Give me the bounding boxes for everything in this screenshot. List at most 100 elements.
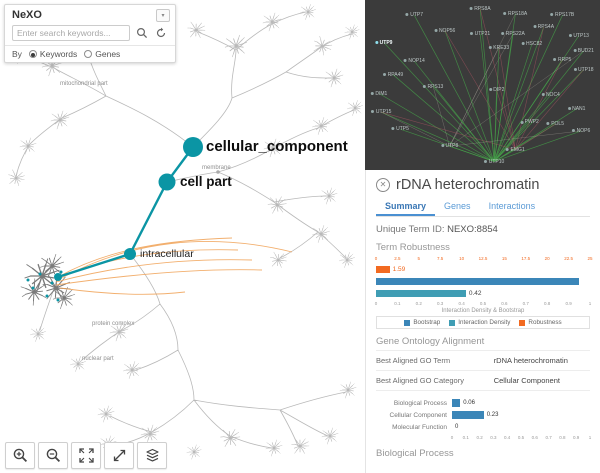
gene-node-kre33[interactable]: KRE33 [489, 45, 509, 51]
radio-circle-icon [28, 50, 37, 58]
go-category-value: Cellular Component [493, 376, 560, 385]
go-category-label: Best Aligned GO Category [376, 376, 464, 385]
gene-node-rps22a[interactable]: RPS22A [501, 31, 525, 37]
close-panel-button[interactable]: ✕ [376, 178, 390, 192]
app-title: NeXO [12, 9, 42, 21]
gene-node-rps8a[interactable]: RPS8A [470, 6, 490, 12]
robustness-axis-title: Interaction Density & Bootstrap [441, 308, 525, 314]
gene-node-dim1[interactable]: DIM1 [371, 91, 387, 97]
unique-term-id-label: Unique Term ID: [376, 224, 445, 235]
gene-node-bud21[interactable]: BUD21 [573, 48, 594, 54]
gene-node-utp8[interactable]: UTP8 [441, 143, 458, 149]
gene-node-utp15[interactable]: UTP15 [371, 109, 392, 115]
layers-button[interactable] [137, 442, 167, 469]
tree-node-nuclear-part[interactable]: nuclear part [82, 356, 114, 362]
tab-genes[interactable]: Genes [444, 201, 471, 211]
gene-node-utp7[interactable]: UTP7 [406, 12, 423, 18]
bar-row-robustness: 1.59 [376, 265, 590, 274]
gene-node-dip2[interactable]: DIP2 [489, 87, 504, 93]
gene-node-utp13[interactable]: UTP13 [569, 33, 589, 39]
gene-node-utp18[interactable]: UTP18 [574, 67, 594, 73]
reset-search-button[interactable] [153, 26, 168, 41]
dense-subtree-cluster [18, 253, 76, 310]
gene-node-rps13[interactable]: RPS13 [423, 84, 443, 90]
gene-node-noc4[interactable]: NOC4 [541, 92, 560, 98]
radio-keywords[interactable]: Keywords [28, 49, 78, 59]
gene-node-rps17b[interactable]: RPS17B [551, 12, 574, 18]
ontology-tree-pane[interactable]: cellular_component cell part intracellul… [0, 0, 365, 473]
radio-genes[interactable]: Genes [84, 49, 120, 59]
tree-node-cellular-component[interactable]: cellular_component [206, 138, 348, 155]
zoom-in-icon [13, 448, 27, 463]
gene-node-rpa49[interactable]: RPA49 [383, 72, 403, 78]
tab-summary[interactable]: Summary [376, 197, 436, 216]
section-go-alignment: Gene Ontology Alignment [376, 336, 485, 347]
fit-to-screen-button[interactable] [71, 442, 101, 469]
legend-item: Robustness [519, 319, 562, 326]
unique-term-id: Unique Term ID: NEXO:8854 [376, 224, 590, 235]
gene-node-utp9[interactable]: UTP9 [375, 40, 393, 46]
tree-node-membrane[interactable]: membrane [202, 165, 231, 171]
gene-node-rps4a[interactable]: RPS4A [533, 24, 554, 30]
robustness-bars: 1.59 0.42 [376, 265, 590, 298]
search-icon [136, 27, 147, 39]
interaction-edges-graphic [378, 8, 584, 162]
tab-interactions[interactable]: Interactions [488, 201, 536, 211]
ontology-tree-graphic [4, 4, 363, 460]
gene-node-hsc82[interactable]: HSC82 [522, 41, 542, 47]
gene-node-utp21[interactable]: UTP21 [470, 31, 491, 37]
radio-circle-icon [84, 50, 93, 58]
legend-item: Interaction Density [449, 319, 510, 326]
gene-node-pwp2[interactable]: PWP2 [520, 119, 539, 125]
legend-item: Bootstrap [404, 319, 440, 326]
fit-to-screen-icon [78, 448, 94, 463]
gene-node-rps18a[interactable]: RPS18A [504, 11, 527, 17]
tree-node-mitochondrial-part[interactable]: mitochondrial part [60, 81, 108, 87]
zoom-out-icon [46, 448, 60, 463]
layers-icon [145, 448, 159, 462]
gene-node-pol5[interactable]: POL5 [547, 121, 564, 127]
gene-node-nop6[interactable]: NOP6 [572, 128, 591, 134]
bar-row-bootstrap [376, 277, 590, 286]
table-row: Best Aligned GO Category Cellular Compon… [376, 370, 590, 391]
robustness-legend: Bootstrap Interaction Density Robustness [376, 316, 590, 329]
close-icon: ✕ [379, 180, 387, 189]
gene-node-nop56[interactable]: NOP56 [434, 28, 455, 34]
search-by-label: By [12, 49, 22, 59]
caret-icon: ▾ [161, 13, 165, 19]
tree-node-intracellular[interactable]: intracellular [140, 248, 194, 260]
zoom-toolbar [5, 442, 167, 469]
gene-node-rrp5[interactable]: RRP5 [553, 57, 571, 63]
tree-node-cell-part[interactable]: cell part [180, 174, 232, 189]
gene-node-utp10[interactable]: UTP10 [484, 159, 505, 165]
gene-node-utp5[interactable]: UTP5 [392, 126, 409, 132]
fit-selection-icon [113, 449, 125, 462]
gene-node-nop14[interactable]: NOP14 [404, 58, 424, 64]
tree-node-protein-complex[interactable]: protein complex [92, 321, 135, 327]
search-button[interactable] [134, 26, 149, 41]
search-input[interactable] [12, 25, 130, 41]
search-panel: NeXO ▾ [4, 4, 176, 63]
section-term-robustness: Term Robustness [376, 242, 450, 253]
collapse-panel-button[interactable]: ▾ [156, 9, 170, 22]
fit-selection-button[interactable] [104, 442, 134, 469]
gene-node-emg1[interactable]: EMG1 [506, 147, 525, 153]
radio-genes-label: Genes [95, 49, 121, 59]
go-term-label: Best Aligned GO Term [376, 356, 451, 365]
gene-node-nan1[interactable]: NAN1 [568, 106, 585, 112]
zoom-out-button[interactable] [38, 442, 68, 469]
radio-keywords-label: Keywords [39, 49, 78, 59]
zoom-in-button[interactable] [5, 442, 35, 469]
section-biological-process: Biological Process [376, 448, 454, 459]
bar-row-interaction-density: 0.42 [376, 289, 590, 298]
